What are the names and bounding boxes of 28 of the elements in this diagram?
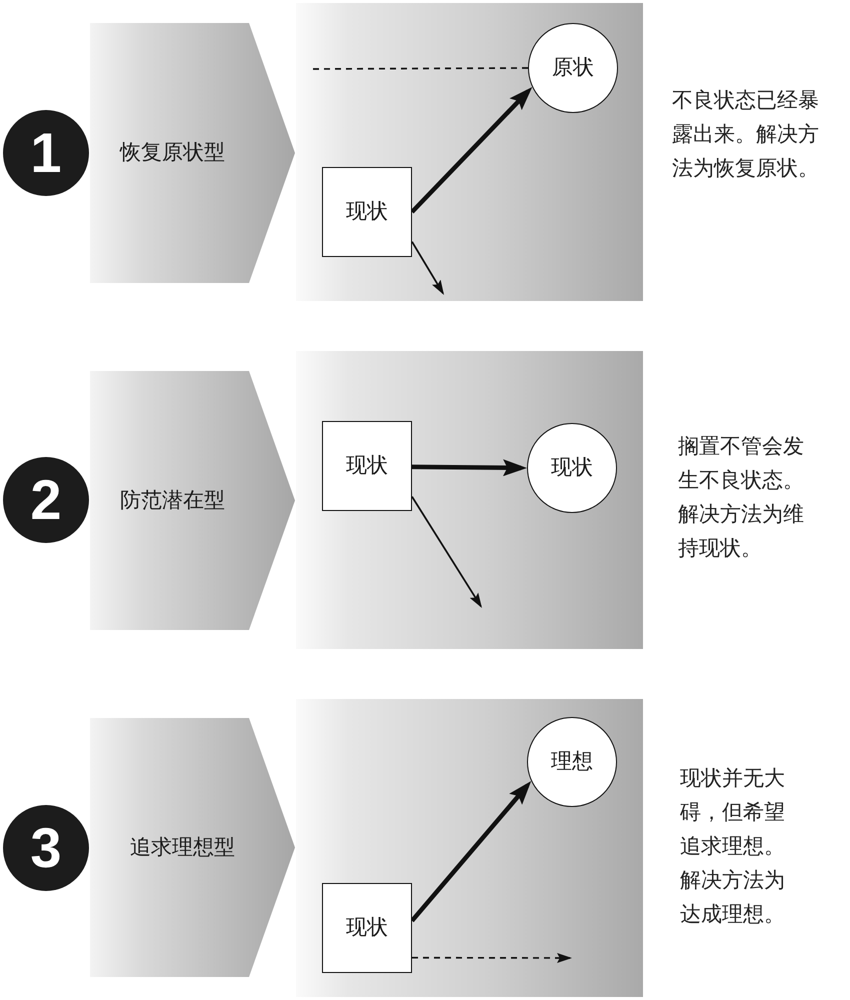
- dashed-line: [313, 67, 528, 70]
- type-label: 防范潜在型: [120, 488, 225, 514]
- step-number: 1: [3, 110, 89, 196]
- dashed-arrow: [412, 952, 572, 963]
- scene-panel: [296, 3, 643, 301]
- chevron-shape: [90, 718, 295, 977]
- chevron-shape: [90, 23, 295, 283]
- step-number: 2: [3, 457, 89, 543]
- arrow: [411, 241, 444, 296]
- scene-panel: [296, 351, 643, 649]
- description-text: 不良状态已经暴露出来。解决方法为恢复原状。: [672, 87, 820, 182]
- type-label: 恢复原状型: [120, 140, 225, 166]
- state-circle: 原状: [528, 23, 618, 113]
- thick-arrow: [410, 781, 532, 922]
- state-box: 现状: [322, 167, 412, 257]
- state-circle: 现状: [527, 423, 617, 513]
- scene-panel: [296, 699, 643, 997]
- description-text: 搁置不管会发生不良状态。解决方法为维持现状。: [678, 433, 805, 562]
- thick-arrow: [412, 459, 527, 476]
- type-label: 追求理想型: [130, 834, 235, 860]
- description-text: 现状并无大碍，但希望追求理想。解决方法为达成理想。: [680, 765, 786, 928]
- state-box: 现状: [322, 421, 412, 511]
- state-circle: 理想: [527, 717, 617, 807]
- arrow: [411, 496, 482, 608]
- thick-arrow: [410, 86, 532, 214]
- step-number: 3: [3, 805, 89, 891]
- state-box: 现状: [322, 883, 412, 973]
- chevron-shape: [90, 371, 295, 630]
